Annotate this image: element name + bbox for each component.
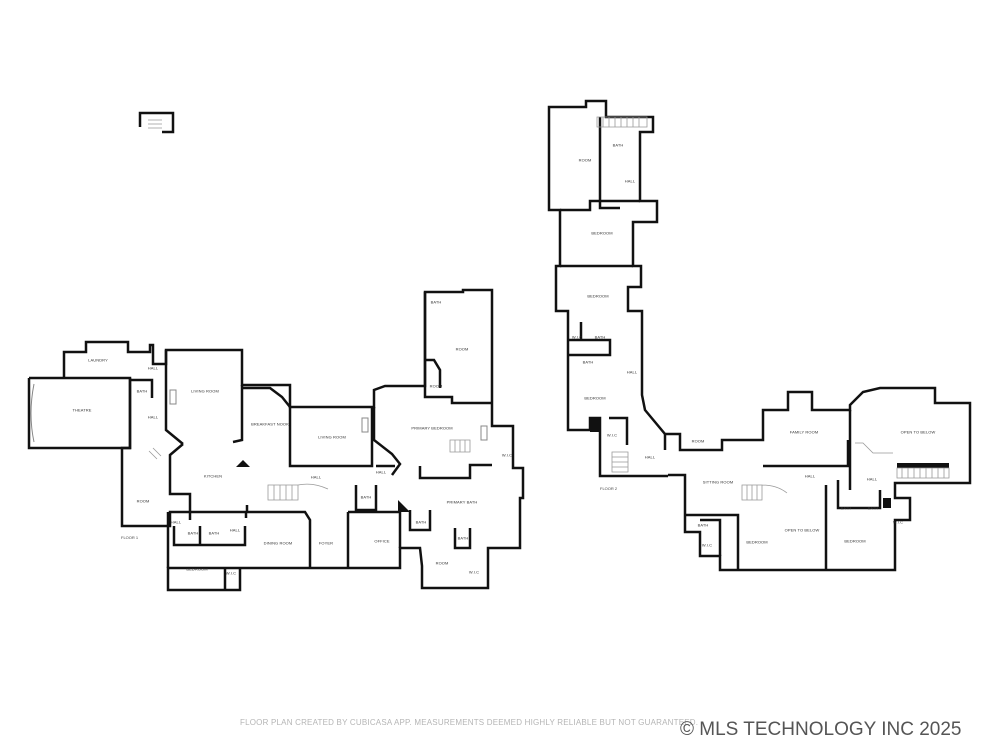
room-label: HALL (866, 476, 878, 482)
room-label: FAMILY ROOM (789, 429, 819, 435)
room-label: ROOM (435, 560, 449, 566)
room-label: BEDROOM (844, 538, 866, 544)
stair-fragment (138, 111, 175, 134)
room-label: BEDROOM (584, 395, 606, 401)
room-label: PRIMARY BEDROOM (411, 425, 453, 431)
room-label: DINING ROOM (263, 540, 293, 546)
room-label: LIVING ROOM (318, 434, 346, 440)
room-label: KITCHEN (203, 473, 223, 479)
room-label: HALL (170, 519, 182, 525)
room-label: HALL (804, 473, 816, 479)
room-label: OPEN TO BELOW (784, 527, 820, 533)
room-label: W.I.C (571, 334, 583, 340)
room-label: THEATRE (72, 407, 92, 413)
room-label: BATH (867, 505, 879, 511)
floor2-walls (547, 99, 972, 572)
room-label: HALL (147, 414, 159, 420)
room-label: W.I.C (606, 432, 618, 438)
room-label: ROOM (691, 438, 705, 444)
room-label: BEDROOM (186, 566, 208, 572)
room-label: LIVING ROOM (191, 388, 219, 394)
room-label: BATH (840, 505, 852, 511)
room-label: BATH (208, 530, 220, 536)
room-label: BEDROOM (746, 539, 768, 545)
copyright-watermark: © MLS TECHNOLOGY INC 2025 (680, 719, 962, 740)
disclaimer-text: FLOOR PLAN CREATED BY CUBICASA APP. MEAS… (240, 718, 699, 727)
room-label: BATH (430, 299, 442, 305)
room-label: HALL (626, 369, 638, 375)
room-label: BATH (360, 494, 372, 500)
room-label: HALL (624, 178, 636, 184)
room-label: BEDROOM (591, 230, 613, 236)
room-label: BATH (457, 535, 469, 541)
room-label: PRIMARY BATH (446, 499, 478, 505)
room-label: FOYER (318, 540, 334, 546)
room-label: ROOM (455, 346, 469, 352)
room-label: W.I.C (225, 570, 237, 576)
room-label: BATH (697, 522, 709, 528)
room-label: BATH (582, 359, 594, 365)
room-label: HALL (644, 454, 656, 460)
room-label: BREAKFAST NOOK (251, 421, 289, 427)
floor1-walls (27, 288, 525, 592)
room-label: HALL (375, 469, 387, 475)
room-label: W.I.C (501, 452, 513, 458)
room-label: HALL (147, 365, 159, 371)
room-label: BATH (415, 519, 427, 525)
floor1-label: FLOOR 1 (121, 535, 139, 540)
room-label: BATH (612, 142, 624, 148)
room-label: BEDROOM (587, 293, 609, 299)
room-label: BATH (136, 388, 148, 394)
room-label: ROOM (136, 498, 150, 504)
room-label: ROOM (578, 157, 592, 163)
floor2-label: FLOOR 2 (600, 486, 618, 491)
room-label: W.I.C (892, 519, 904, 525)
room-label: ROOM (429, 383, 443, 389)
room-label: BATH (187, 530, 199, 536)
room-label: W.I.C (468, 569, 480, 575)
room-label: LAUNDRY (88, 357, 108, 363)
room-label: HALL (229, 527, 241, 533)
room-label: HALL (310, 474, 322, 480)
room-label: SITTING ROOM (702, 479, 734, 485)
room-label: W.I.C (701, 542, 713, 548)
room-label: BATH (594, 334, 606, 340)
room-label: OFFICE (374, 538, 390, 544)
room-label: OPEN TO BELOW (900, 429, 936, 435)
